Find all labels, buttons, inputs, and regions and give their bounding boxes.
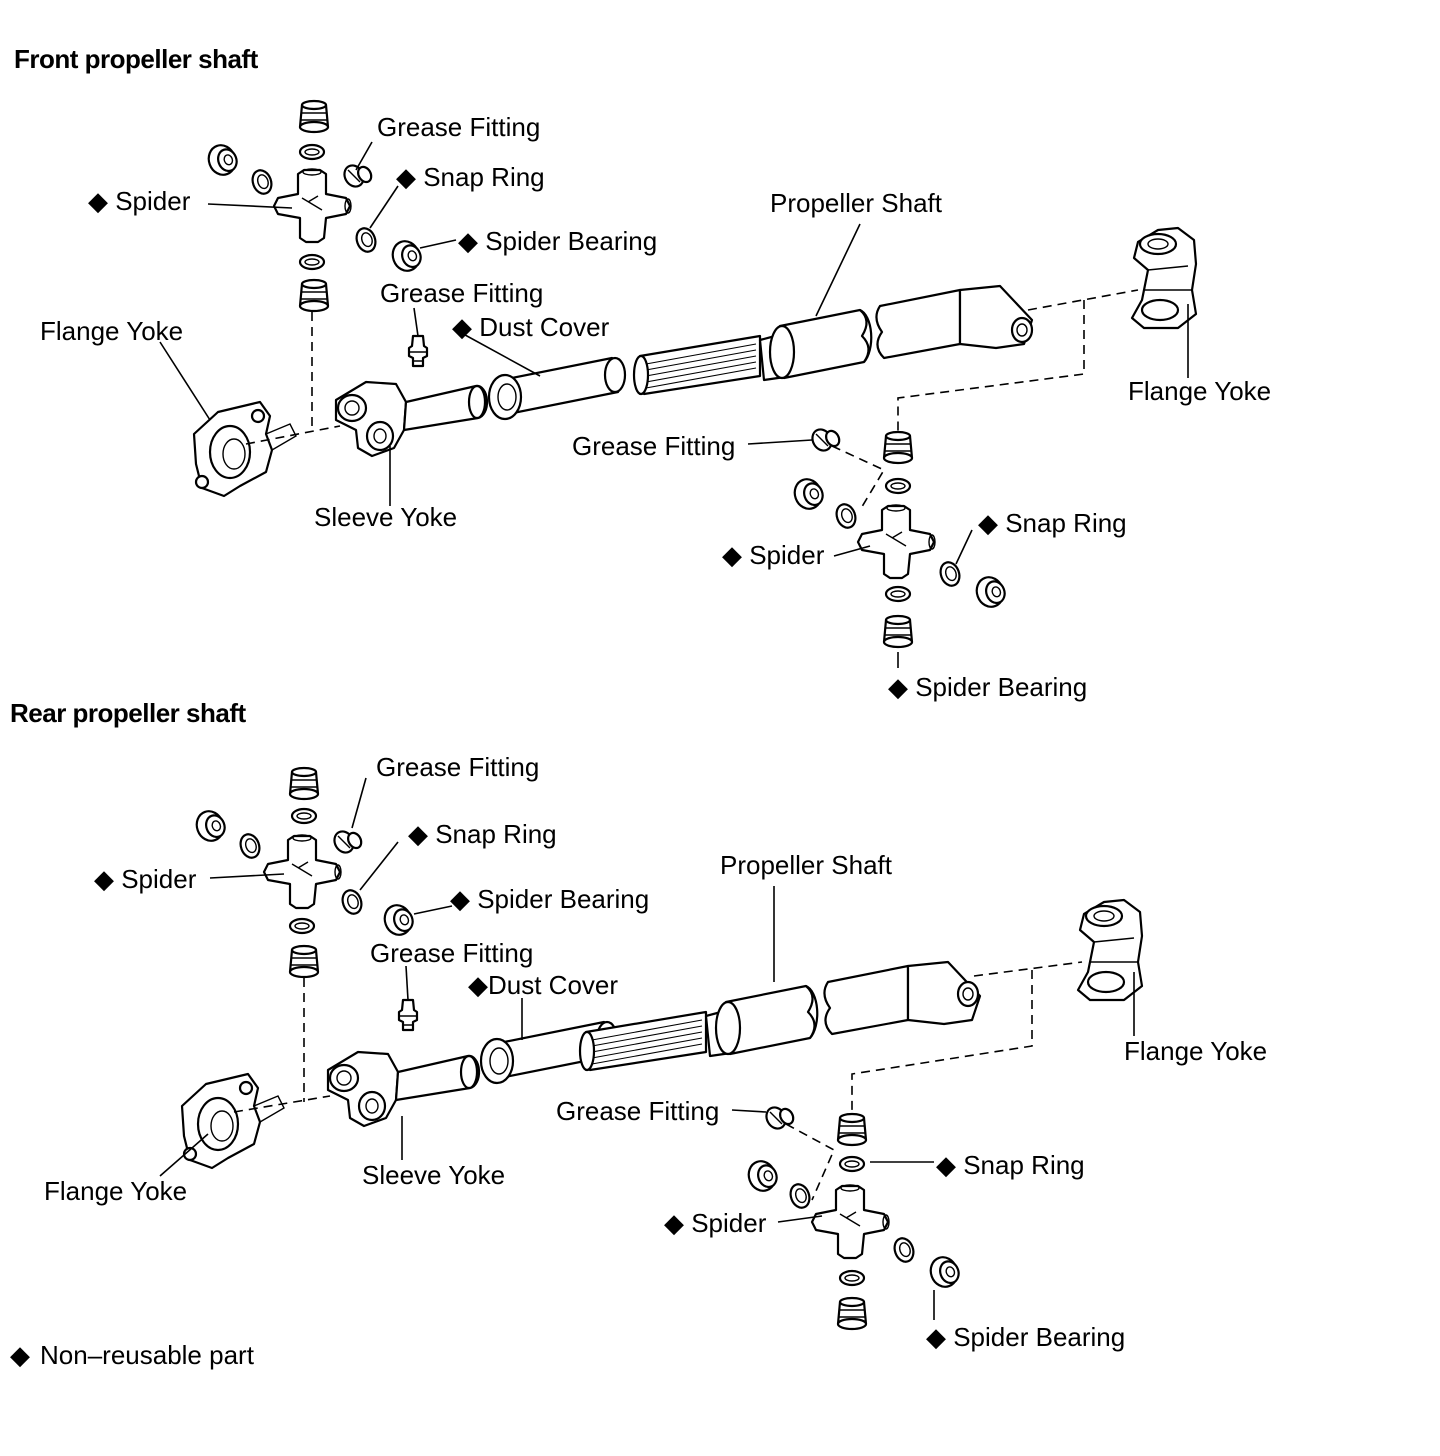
front-label-flange-yoke-left: Flange Yoke	[40, 316, 183, 346]
rear-snap-ring-left	[236, 830, 264, 862]
rear-label-sleeve-yoke: Sleeve Yoke	[362, 1160, 505, 1190]
front-spider-bearing-right-bottom	[882, 614, 914, 649]
front-snap-ring-right-right	[936, 558, 964, 590]
rear-label-dust-cover: ◆Dust Cover	[468, 970, 618, 1000]
front-propeller-shaft	[632, 284, 1034, 396]
rear-snap-ring-right-top	[838, 1155, 866, 1173]
front-label-grease-fitting-mid: Grease Fitting	[380, 278, 543, 308]
rear-label-spider-right: ◆ Spider	[664, 1208, 767, 1238]
rear-grease-fitting-right	[761, 1102, 797, 1134]
rear-spider-bearing-right-left	[743, 1156, 781, 1196]
front-label-snap-ring-right: ◆ Snap Ring	[978, 508, 1127, 538]
rear-label-snap-ring-top: ◆ Snap Ring	[408, 819, 557, 849]
rear-snap-ring-right-bottom	[838, 1269, 866, 1287]
legend: ◆ Non–reusable part	[10, 1340, 255, 1370]
front-spider-bearing-bottom	[298, 278, 330, 313]
rear-spider-bearing-bottom	[288, 944, 320, 979]
rear-propeller-shaft-assembly: Grease Fitting ◆ Snap Ring ◆ Spider ◆ Sp…	[44, 752, 1267, 1352]
rear-spider-bearing-right-right	[925, 1252, 963, 1292]
rear-flange-yoke-right	[1076, 898, 1144, 1002]
rear-spider-bearing-top	[288, 766, 320, 801]
front-dust-cover	[487, 356, 627, 421]
front-spider-bearing-left	[203, 140, 241, 180]
front-label-spider-left: ◆ Spider	[88, 186, 191, 216]
front-flange-yoke-left	[192, 400, 298, 498]
front-label-propeller-shaft: Propeller Shaft	[770, 188, 943, 218]
front-grease-fitting-mid	[407, 334, 429, 368]
rear-label-flange-yoke-right: Flange Yoke	[1124, 1036, 1267, 1066]
rear-label-propeller-shaft: Propeller Shaft	[720, 850, 893, 880]
front-spider-right	[856, 503, 937, 580]
front-snap-ring-right-top	[884, 477, 912, 495]
front-snap-ring-top	[298, 143, 326, 161]
front-sleeve-yoke	[334, 380, 489, 458]
front-snap-ring-left	[248, 166, 276, 198]
rear-spider-right	[810, 1183, 891, 1260]
rear-label-grease-fitting-mid: Grease Fitting	[370, 938, 533, 968]
rear-label-spider-left: ◆ Spider	[94, 864, 197, 894]
front-snap-ring-right	[352, 224, 380, 256]
rear-spider-bearing-right-top	[836, 1112, 868, 1147]
front-section-title: Front propeller shaft	[14, 44, 259, 74]
front-label-grease-fitting-top: Grease Fitting	[377, 112, 540, 142]
rear-snap-ring-right	[338, 886, 366, 918]
rear-label-snap-ring-right: ◆ Snap Ring	[936, 1150, 1085, 1180]
front-label-grease-fitting-right: Grease Fitting	[572, 431, 735, 461]
rear-label-flange-yoke-left: Flange Yoke	[44, 1176, 187, 1206]
rear-snap-ring-top	[290, 807, 318, 825]
front-label-flange-yoke-right: Flange Yoke	[1128, 376, 1271, 406]
front-spider-bearing-right-right	[971, 572, 1009, 612]
rear-propeller-shaft	[578, 960, 982, 1072]
legend-text: Non–reusable part	[40, 1340, 255, 1370]
front-spider-bearing-right-top	[882, 430, 914, 465]
rear-snap-ring-right-left	[786, 1180, 814, 1212]
rear-label-spider-bearing-top: ◆ Spider Bearing	[450, 884, 649, 914]
rear-spider-bearing-right-bottom	[836, 1296, 868, 1331]
front-label-spider-bearing-top: ◆ Spider Bearing	[458, 226, 657, 256]
front-spider-bearing-right	[387, 236, 425, 276]
rear-snap-ring-bottom	[288, 917, 316, 935]
front-snap-ring-right-left	[832, 500, 860, 532]
front-label-dust-cover: ◆ Dust Cover	[452, 312, 610, 342]
rear-section-title: Rear propeller shaft	[10, 698, 246, 728]
rear-flange-yoke-left	[180, 1072, 286, 1170]
front-spider-bearing-right-left	[789, 474, 827, 514]
front-label-sleeve-yoke: Sleeve Yoke	[314, 502, 457, 532]
rear-sleeve-yoke	[326, 1050, 481, 1128]
front-propeller-shaft-assembly: Grease Fitting ◆ Snap Ring ◆ Spider ◆ Sp…	[40, 99, 1271, 702]
front-flange-yoke-right	[1130, 226, 1198, 330]
rear-grease-fitting-top	[329, 826, 365, 858]
rear-spider-bearing-right	[379, 900, 417, 940]
front-snap-ring-right-bottom	[884, 585, 912, 603]
front-label-spider-bearing-right: ◆ Spider Bearing	[888, 672, 1087, 702]
rear-spider-left	[262, 833, 343, 910]
front-spider-bearing-top	[298, 99, 330, 134]
front-label-snap-ring-top: ◆ Snap Ring	[396, 162, 545, 192]
rear-snap-ring-right-right	[890, 1234, 918, 1266]
front-label-spider-right: ◆ Spider	[722, 540, 825, 570]
rear-label-grease-fitting-right: Grease Fitting	[556, 1096, 719, 1126]
front-grease-fitting-right	[807, 424, 843, 456]
front-snap-ring-bottom	[298, 253, 326, 271]
rear-label-grease-fitting-top: Grease Fitting	[376, 752, 539, 782]
rear-spider-bearing-left	[191, 806, 229, 846]
legend-symbol: ◆	[10, 1340, 30, 1370]
rear-grease-fitting-mid	[397, 998, 419, 1032]
front-spider-left	[272, 167, 353, 244]
rear-label-spider-bearing-right: ◆ Spider Bearing	[926, 1322, 1125, 1352]
